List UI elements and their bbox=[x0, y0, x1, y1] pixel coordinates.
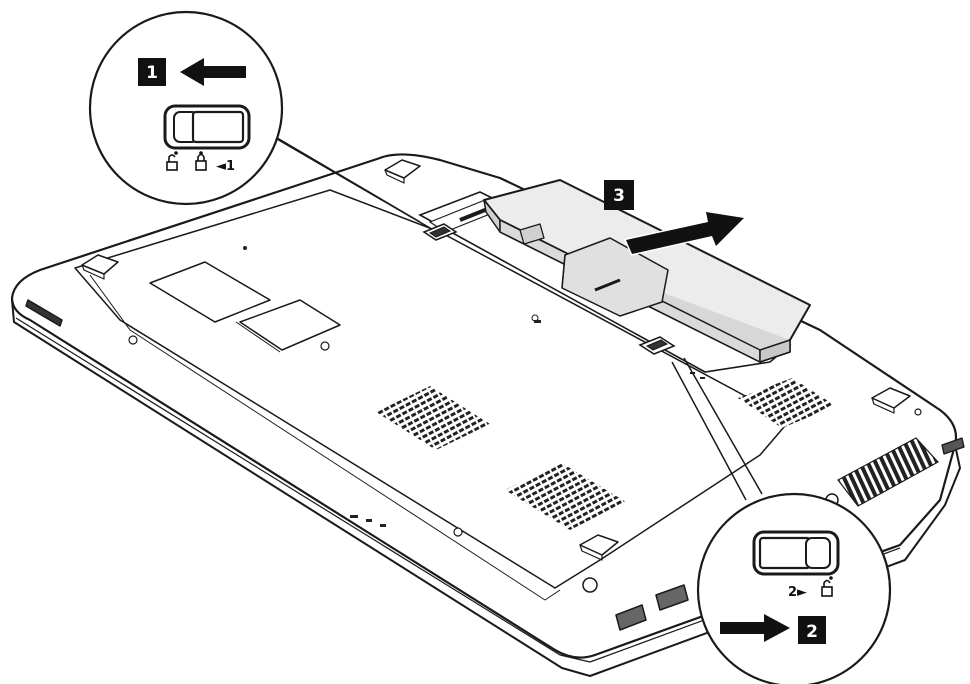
latch-switch bbox=[752, 530, 840, 576]
step-3-label: 3 bbox=[613, 186, 625, 206]
unlock-icon bbox=[821, 576, 833, 597]
unlock-icon bbox=[166, 151, 178, 171]
step-1-label-box bbox=[138, 58, 166, 86]
latch-switch bbox=[638, 336, 676, 355]
step-2-label: 2 bbox=[806, 622, 818, 642]
screw-hole bbox=[320, 341, 330, 351]
ventilation-grille bbox=[376, 378, 939, 530]
step-1-indicator: ◄1 bbox=[216, 159, 235, 174]
battery bbox=[483, 179, 811, 363]
rubber-foot bbox=[81, 254, 119, 280]
step-3-arrow-group: 3 bbox=[604, 180, 748, 256]
step-2-indicator: 2► bbox=[788, 585, 807, 600]
callout-step-2: 2► 2 bbox=[671, 357, 892, 684]
rubber-foot bbox=[384, 159, 421, 184]
screw-hole bbox=[582, 577, 598, 593]
latch-switch bbox=[163, 104, 251, 150]
rubber-foot bbox=[579, 534, 619, 561]
screw-hole bbox=[453, 527, 463, 537]
step-1-label: 1 bbox=[146, 63, 158, 83]
screw-hole bbox=[128, 335, 138, 345]
right-arrow-icon bbox=[720, 614, 790, 642]
rubber-foot bbox=[871, 387, 911, 414]
latch-switch bbox=[422, 223, 458, 241]
left-arrow-icon bbox=[180, 58, 246, 86]
screw-hole bbox=[914, 408, 922, 416]
lock-icon bbox=[195, 151, 207, 171]
callout-step-1: 1 ◄1 bbox=[88, 10, 431, 229]
step-3-label-box bbox=[604, 180, 634, 210]
right-arrow-icon bbox=[623, 210, 748, 256]
step-2-label-box bbox=[798, 616, 826, 644]
